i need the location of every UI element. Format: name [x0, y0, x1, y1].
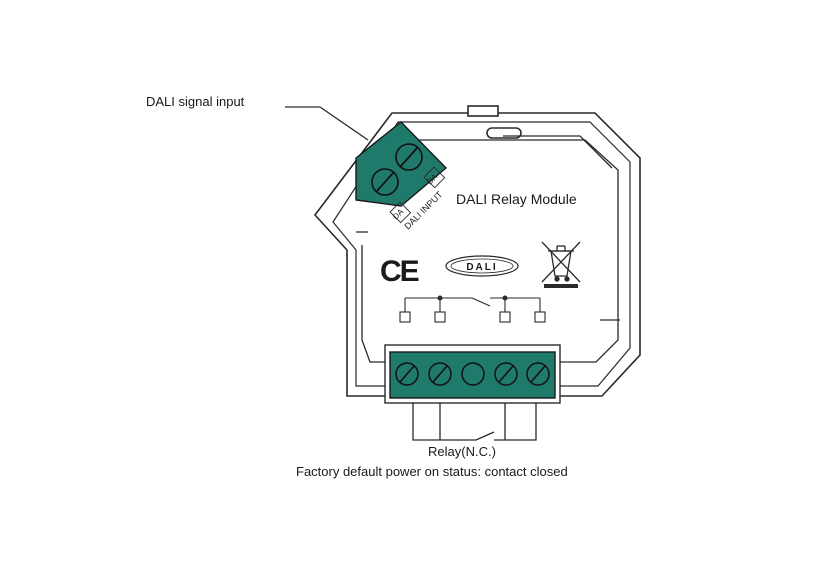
dali-logo-icon: DALI — [445, 255, 519, 277]
module-housing — [313, 105, 641, 397]
screw-terminal-icon — [395, 143, 423, 171]
screw-terminal-icon — [461, 362, 485, 386]
screw-terminal-icon — [371, 168, 399, 196]
relay-caption: Relay(N.C.) — [428, 444, 496, 459]
weee-bin-icon — [541, 241, 581, 288]
pcb-outline — [356, 135, 620, 363]
signal-input-callout — [285, 106, 369, 141]
ce-mark-icon: CE — [380, 255, 419, 288]
output-terminal-block — [384, 344, 561, 404]
external-relay-wiring — [412, 403, 537, 441]
factory-note: Factory default power on status: contact… — [296, 464, 568, 479]
dali-logo-text: DALI — [466, 262, 497, 273]
module-title: DALI Relay Module — [456, 191, 577, 207]
relay-schematic — [399, 295, 546, 323]
screw-terminal-icon — [494, 362, 518, 386]
screw-terminal-icon — [428, 362, 452, 386]
signal-input-label: DALI signal input — [146, 94, 245, 109]
screw-terminal-icon — [395, 362, 419, 386]
screw-terminal-icon — [526, 362, 550, 386]
dali-input-terminal-block — [355, 121, 448, 207]
